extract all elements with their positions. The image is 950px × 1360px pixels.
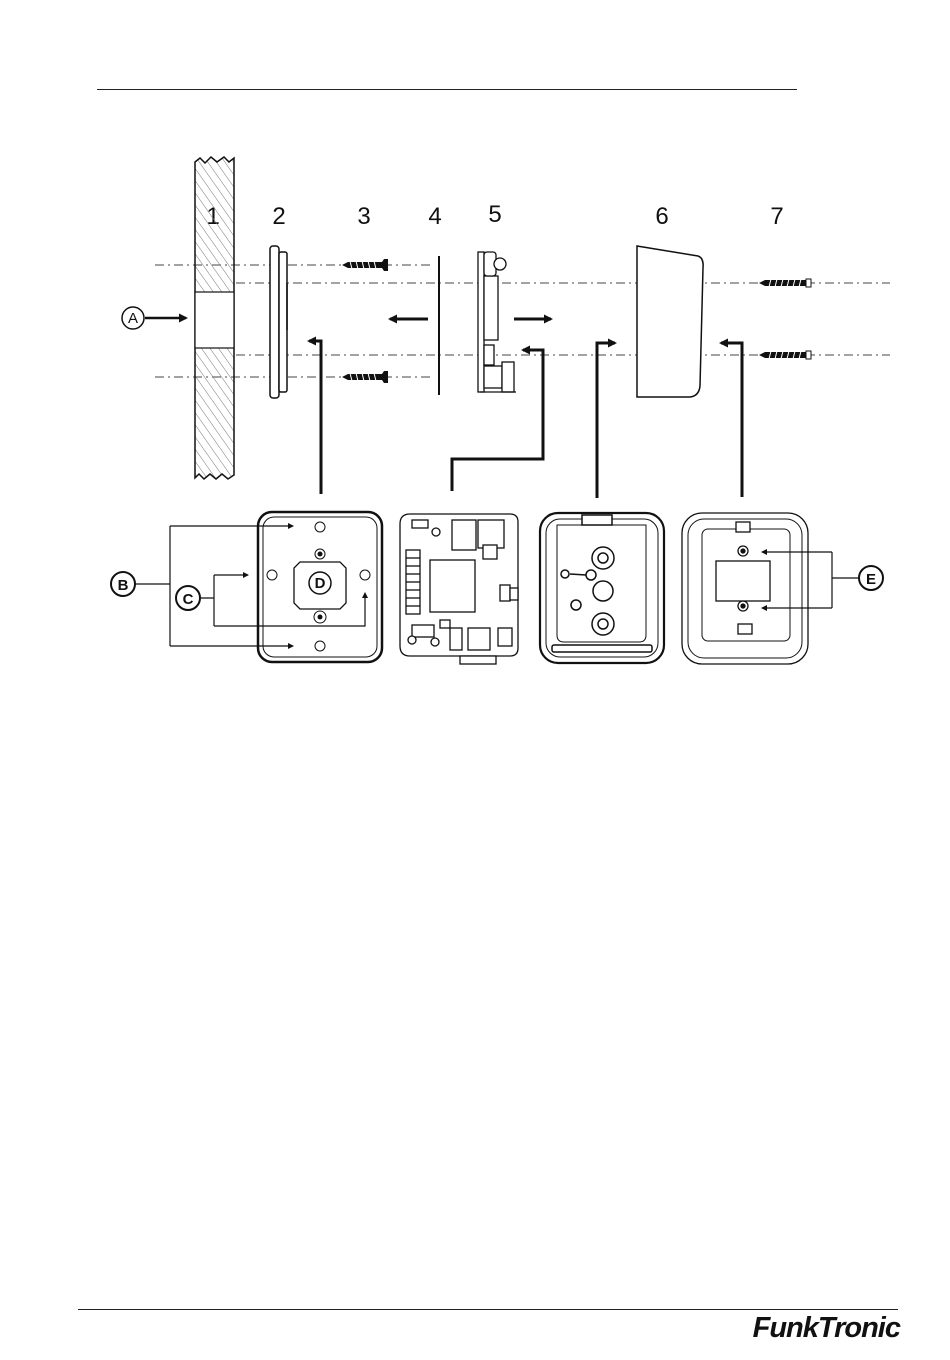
part-number-4: 4 — [428, 203, 441, 230]
part-number-5: 5 — [488, 201, 501, 228]
callout-d: D — [315, 575, 326, 592]
svg-text:E: E — [866, 571, 876, 588]
svg-text:C: C — [183, 591, 194, 608]
mounting-plate-side — [270, 246, 287, 398]
cover-screws — [759, 279, 811, 359]
exploded-assembly-diagram: 1 2 3 4 5 6 7 A — [0, 0, 950, 720]
housing-inside-front — [540, 513, 664, 663]
part-number-7: 7 — [770, 203, 783, 230]
part-numbers: 1 2 3 4 5 6 7 — [206, 201, 783, 230]
mounting-plate-front: D — [258, 512, 382, 662]
part-number-2: 2 — [272, 203, 285, 230]
circuit-board-front — [400, 514, 518, 664]
part-number-3: 3 — [357, 203, 370, 230]
brand-logo: FunkTronic — [753, 1312, 900, 1345]
circuit-board-side — [478, 252, 516, 392]
callout-a: A — [122, 307, 186, 329]
svg-text:B: B — [118, 577, 129, 594]
cover-back-front — [682, 513, 808, 664]
wall-section — [195, 157, 234, 479]
part-number-6: 6 — [655, 203, 668, 230]
wall-screws — [342, 259, 388, 383]
footer-rule — [78, 1309, 898, 1310]
svg-text:A: A — [128, 310, 138, 327]
housing-cover-side — [637, 246, 703, 397]
